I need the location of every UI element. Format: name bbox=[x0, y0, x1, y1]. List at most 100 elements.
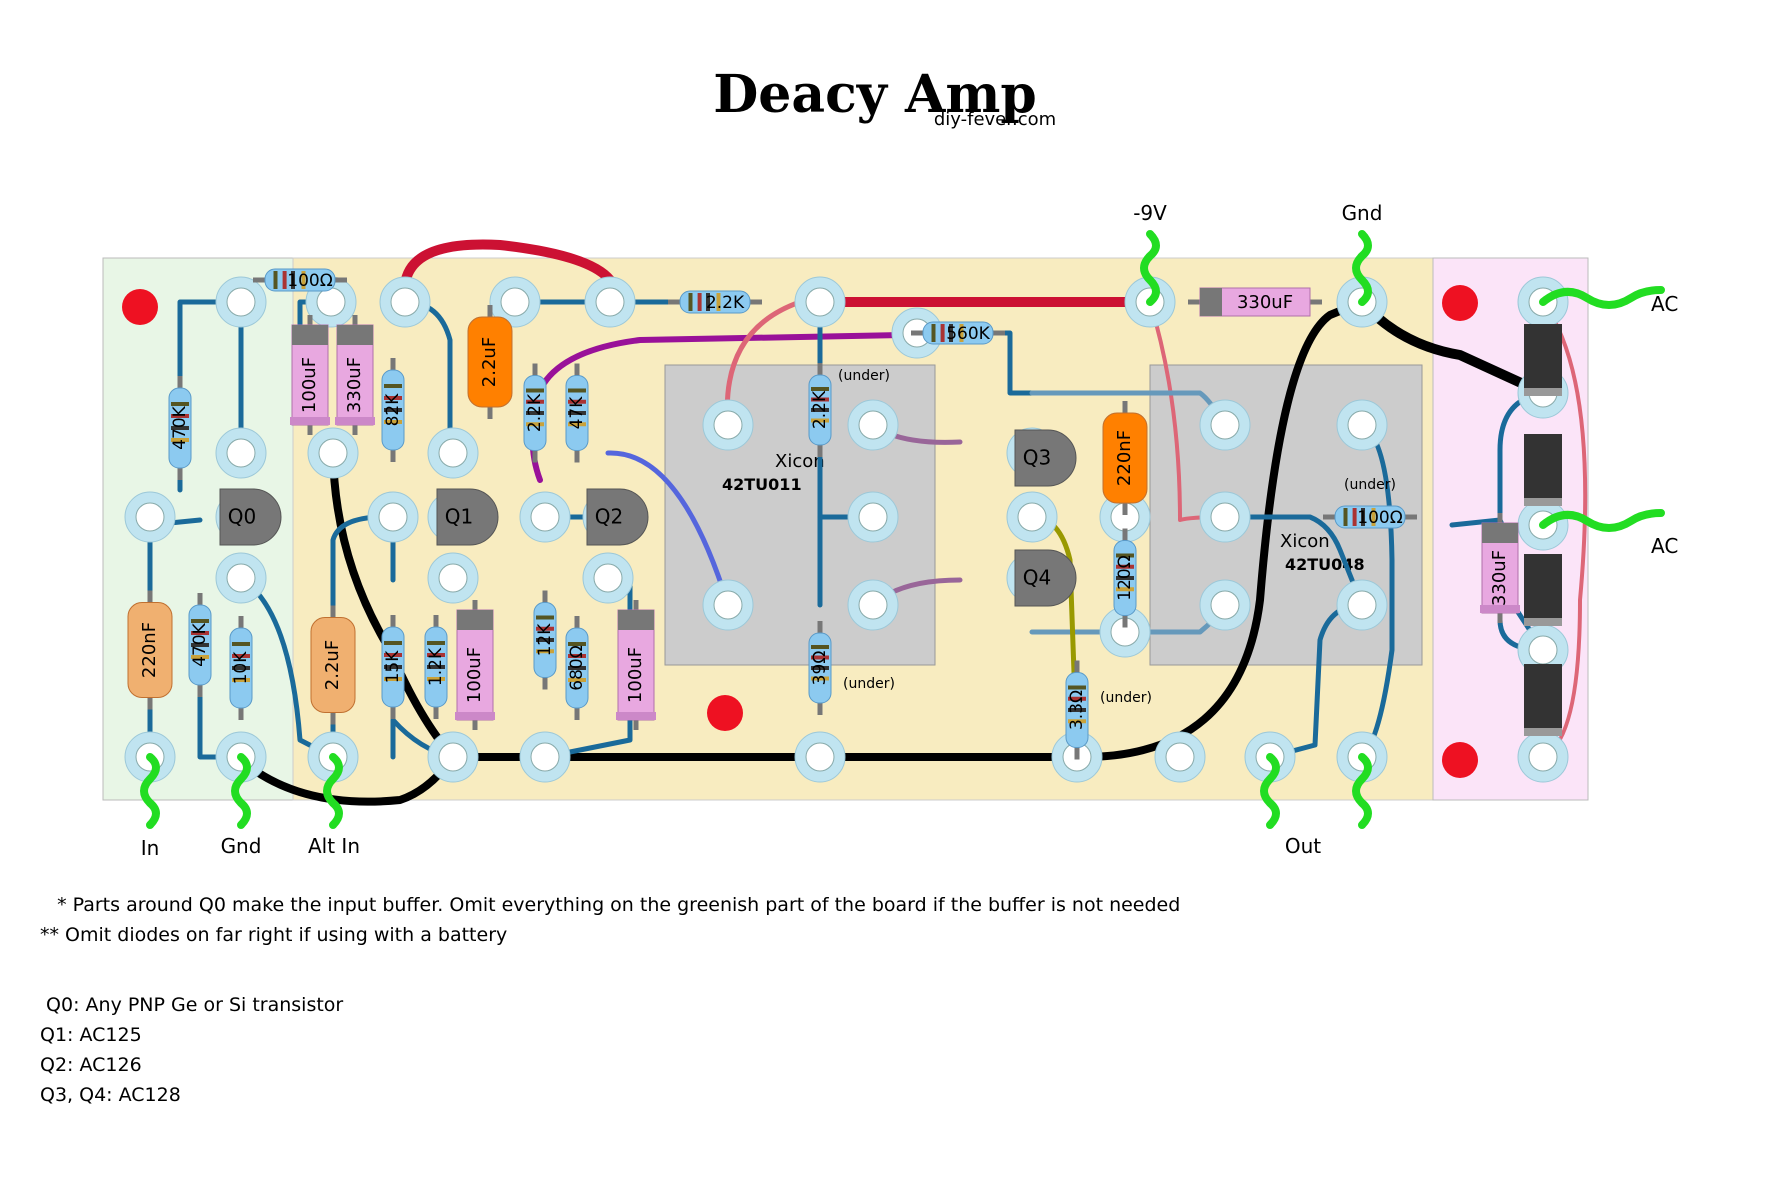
resistor-82k-band-1 bbox=[384, 396, 402, 400]
capacitor-2-2uf-b-label: 2.2uF bbox=[322, 640, 343, 690]
diode-2-band bbox=[1524, 618, 1562, 626]
resistor-2-2k-b-band-1 bbox=[697, 293, 702, 311]
pad-hole-28 bbox=[858, 502, 888, 532]
transistor-q3-body bbox=[1014, 429, 1077, 487]
transistor-q4: Q4 bbox=[1014, 549, 1077, 607]
pad-hole-22 bbox=[1210, 410, 1240, 440]
resistor-2-2k-a-band-2 bbox=[526, 411, 544, 415]
green-wire-gnd-top bbox=[1352, 230, 1372, 306]
resistor-470k-b-label: 470K bbox=[190, 622, 210, 666]
resistor-120r: 120Ω bbox=[1113, 528, 1137, 628]
capacitor-100uf-a: 100uF bbox=[290, 315, 330, 435]
transformer-1-model: 42TU011 bbox=[722, 475, 802, 494]
resistor-12k-label: 12K bbox=[535, 623, 555, 657]
resistor-470k-a-band-2 bbox=[171, 426, 189, 430]
transistor-q1-label: Q1 bbox=[445, 505, 473, 529]
label-ac-1: AC bbox=[1651, 292, 1678, 316]
green-wire-ac-1 bbox=[1539, 286, 1665, 309]
wire-red-top bbox=[400, 239, 615, 290]
pad-hole-38 bbox=[1347, 590, 1377, 620]
resistor-3-3r-label: 3.3Ω bbox=[1067, 690, 1087, 730]
resistor-470k-b-band-2 bbox=[191, 643, 209, 647]
resistor-12k-band-1 bbox=[536, 626, 554, 631]
resistor-120r-band-1 bbox=[1116, 564, 1134, 569]
label-gnd-top: Gnd bbox=[1342, 201, 1383, 225]
under-note-4: (under) bbox=[1344, 477, 1396, 493]
resistor-2-2k-c: 2.2K bbox=[808, 363, 832, 457]
resistor-3-3r: 3.3Ω bbox=[1065, 660, 1089, 760]
resistor-12k-band-3 bbox=[536, 649, 554, 654]
resistor-2-2k-b-label: 2.2K bbox=[706, 293, 745, 313]
diode-0 bbox=[1524, 324, 1562, 396]
wire-blue-100r bbox=[1222, 514, 1365, 608]
wire-pink-2 bbox=[1148, 300, 1227, 522]
pad-hole-29 bbox=[1017, 502, 1047, 532]
resistor-1-2k-band-3 bbox=[427, 677, 445, 681]
note-q0: Q0: Any PNP Ge or Si transistor bbox=[40, 994, 344, 1016]
pad-hole-17 bbox=[530, 502, 560, 532]
capacitor-100uf-a-stripe bbox=[292, 325, 328, 345]
resistor-10k: 10K bbox=[229, 616, 253, 720]
transistor-q4-label: Q4 bbox=[1023, 566, 1051, 590]
pad-hole-2 bbox=[390, 287, 420, 317]
resistor-560k-band-0 bbox=[931, 324, 936, 342]
resistor-680r-label: 680Ω bbox=[567, 645, 587, 690]
resistor-10k-band-2 bbox=[232, 666, 250, 670]
resistor-47k: 47K bbox=[565, 363, 589, 463]
resistor-2-2k-a-band-3 bbox=[526, 422, 544, 427]
mounting-hole-0 bbox=[122, 289, 158, 325]
resistor-560k-label: 560K bbox=[946, 324, 990, 344]
capacitor-220nf-b: 220nF bbox=[1102, 401, 1148, 515]
resistor-680r-band-2 bbox=[568, 666, 586, 670]
resistor-1-2k-label: 1.2K bbox=[426, 647, 446, 686]
resistor-1-2k-band-1 bbox=[427, 653, 445, 657]
capacitor-330uf-a: 330uF bbox=[335, 315, 375, 435]
capacitor-2-2uf-b: 2.2uF bbox=[310, 605, 356, 725]
resistor-10k-label: 10K bbox=[231, 651, 251, 685]
resistor-15k-band-1 bbox=[384, 653, 402, 657]
wire-blue-primary bbox=[605, 450, 731, 608]
resistor-2-2k-c-band-2 bbox=[811, 408, 829, 412]
resistor-3-3r-band-0 bbox=[1068, 685, 1086, 690]
resistor-1-2k-band-2 bbox=[427, 665, 445, 669]
pad-hole-43 bbox=[438, 742, 468, 772]
under-note-3: (under) bbox=[1100, 690, 1152, 706]
pad-hole-50 bbox=[1528, 742, 1558, 772]
diode-2-body bbox=[1524, 554, 1562, 626]
resistor-120r-band-2 bbox=[1116, 576, 1134, 580]
resistor-39r-band-0 bbox=[811, 645, 829, 649]
resistor-100r-b-body bbox=[1334, 505, 1406, 529]
diode-1-band bbox=[1524, 498, 1562, 506]
resistor-82k-band-0 bbox=[384, 384, 402, 388]
label-neg9v: -9V bbox=[1133, 201, 1167, 225]
resistor-2-2k-b-body bbox=[679, 290, 751, 314]
resistor-47k-label: 47K bbox=[567, 396, 587, 430]
resistor-560k-band-1 bbox=[940, 324, 945, 342]
pad-hole-45 bbox=[805, 742, 835, 772]
pad-hole-11 bbox=[318, 438, 348, 468]
resistor-15k: 15K bbox=[381, 615, 405, 719]
capacitor-330uf-b-stripe bbox=[1200, 288, 1222, 316]
label-gnd-bottom: Gnd bbox=[221, 834, 262, 858]
note-buffer: * Parts around Q0 make the input buffer.… bbox=[45, 894, 1181, 916]
note-q3-q4: Q3, Q4: AC128 bbox=[40, 1084, 181, 1106]
resistor-560k-band-3 bbox=[959, 324, 964, 342]
resistor-560k: 560K bbox=[911, 321, 1005, 345]
resistor-2-2k-b-band-2 bbox=[706, 293, 710, 311]
note-q2: Q2: AC126 bbox=[40, 1054, 142, 1076]
pad-hole-10 bbox=[226, 438, 256, 468]
under-note-1: (under) bbox=[838, 368, 890, 384]
resistor-100r-b: 100Ω bbox=[1323, 505, 1417, 529]
resistor-2-2k-c-band-3 bbox=[811, 418, 829, 423]
capacitor-100uf-a-rim bbox=[290, 417, 330, 425]
resistor-470k-a: 470K bbox=[168, 376, 192, 480]
label-ac-2: AC bbox=[1651, 534, 1678, 558]
label-alt-in: Alt In bbox=[308, 834, 360, 858]
resistor-12k: 12K bbox=[533, 590, 557, 690]
resistor-3-3r-band-3 bbox=[1068, 719, 1086, 724]
pad-hole-44 bbox=[530, 742, 560, 772]
transistor-q1-body bbox=[436, 488, 499, 546]
resistor-39r-band-3 bbox=[811, 676, 829, 681]
pad-hole-12 bbox=[438, 438, 468, 468]
capacitor-100uf-c-rim bbox=[616, 712, 656, 720]
